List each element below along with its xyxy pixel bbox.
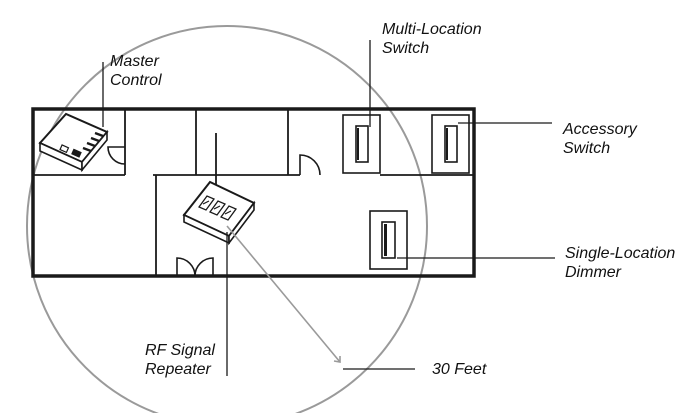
master-control-label: Master Control — [110, 53, 162, 89]
multi-location-switch-device — [342, 114, 381, 174]
door-swings — [107, 146, 321, 277]
single-location-dimmer-device — [369, 210, 408, 270]
range-label: 30 Feet — [432, 361, 487, 378]
accessory-switch-device — [431, 114, 470, 174]
rf-signal-repeater-label: RF Signal Repeater — [145, 342, 215, 378]
single-location-dimmer-label: Single-Location Dimmer — [565, 245, 676, 281]
range-radius-arrow — [226, 225, 341, 363]
leader-lines — [102, 40, 555, 376]
master-control-device — [38, 112, 109, 173]
rf-repeater-device — [182, 133, 256, 246]
outer-walls — [31, 107, 476, 278]
accessory-switch-label: Accessory Switch — [563, 121, 637, 157]
multi-location-switch-label: Multi-Location Switch — [382, 21, 482, 57]
range-circle — [26, 25, 428, 418]
